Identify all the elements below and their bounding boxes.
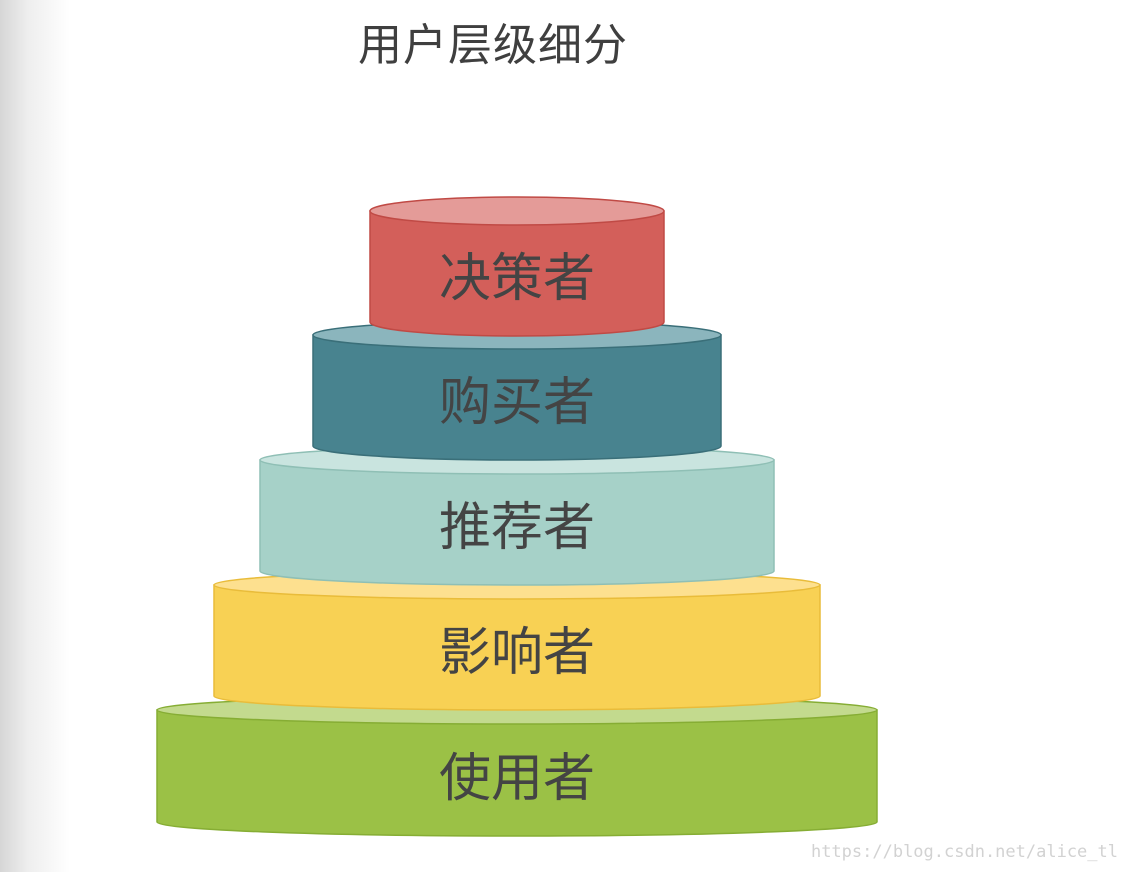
tier-top — [369, 196, 665, 226]
tier-influencer: 影响者 — [213, 570, 821, 711]
tier-recommender: 推荐者 — [259, 445, 775, 586]
tier-label: 决策者 — [439, 249, 595, 309]
tier-body — [156, 709, 878, 837]
tier-label: 使用者 — [439, 749, 595, 809]
tier-label: 推荐者 — [439, 498, 595, 558]
tier-body — [213, 584, 821, 711]
tier-label: 购买者 — [439, 373, 595, 433]
tier-user: 使用者 — [156, 695, 878, 837]
tier-body — [259, 459, 775, 586]
tier-buyer: 购买者 — [312, 320, 722, 461]
diagram-title: 用户层级细分 — [358, 20, 628, 71]
tier-label: 影响者 — [439, 623, 595, 683]
watermark: https://blog.csdn.net/alice_tl — [810, 842, 1118, 862]
tier-body — [369, 210, 665, 337]
tier-body — [312, 334, 722, 461]
tier-decision-maker: 决策者 — [369, 196, 665, 337]
